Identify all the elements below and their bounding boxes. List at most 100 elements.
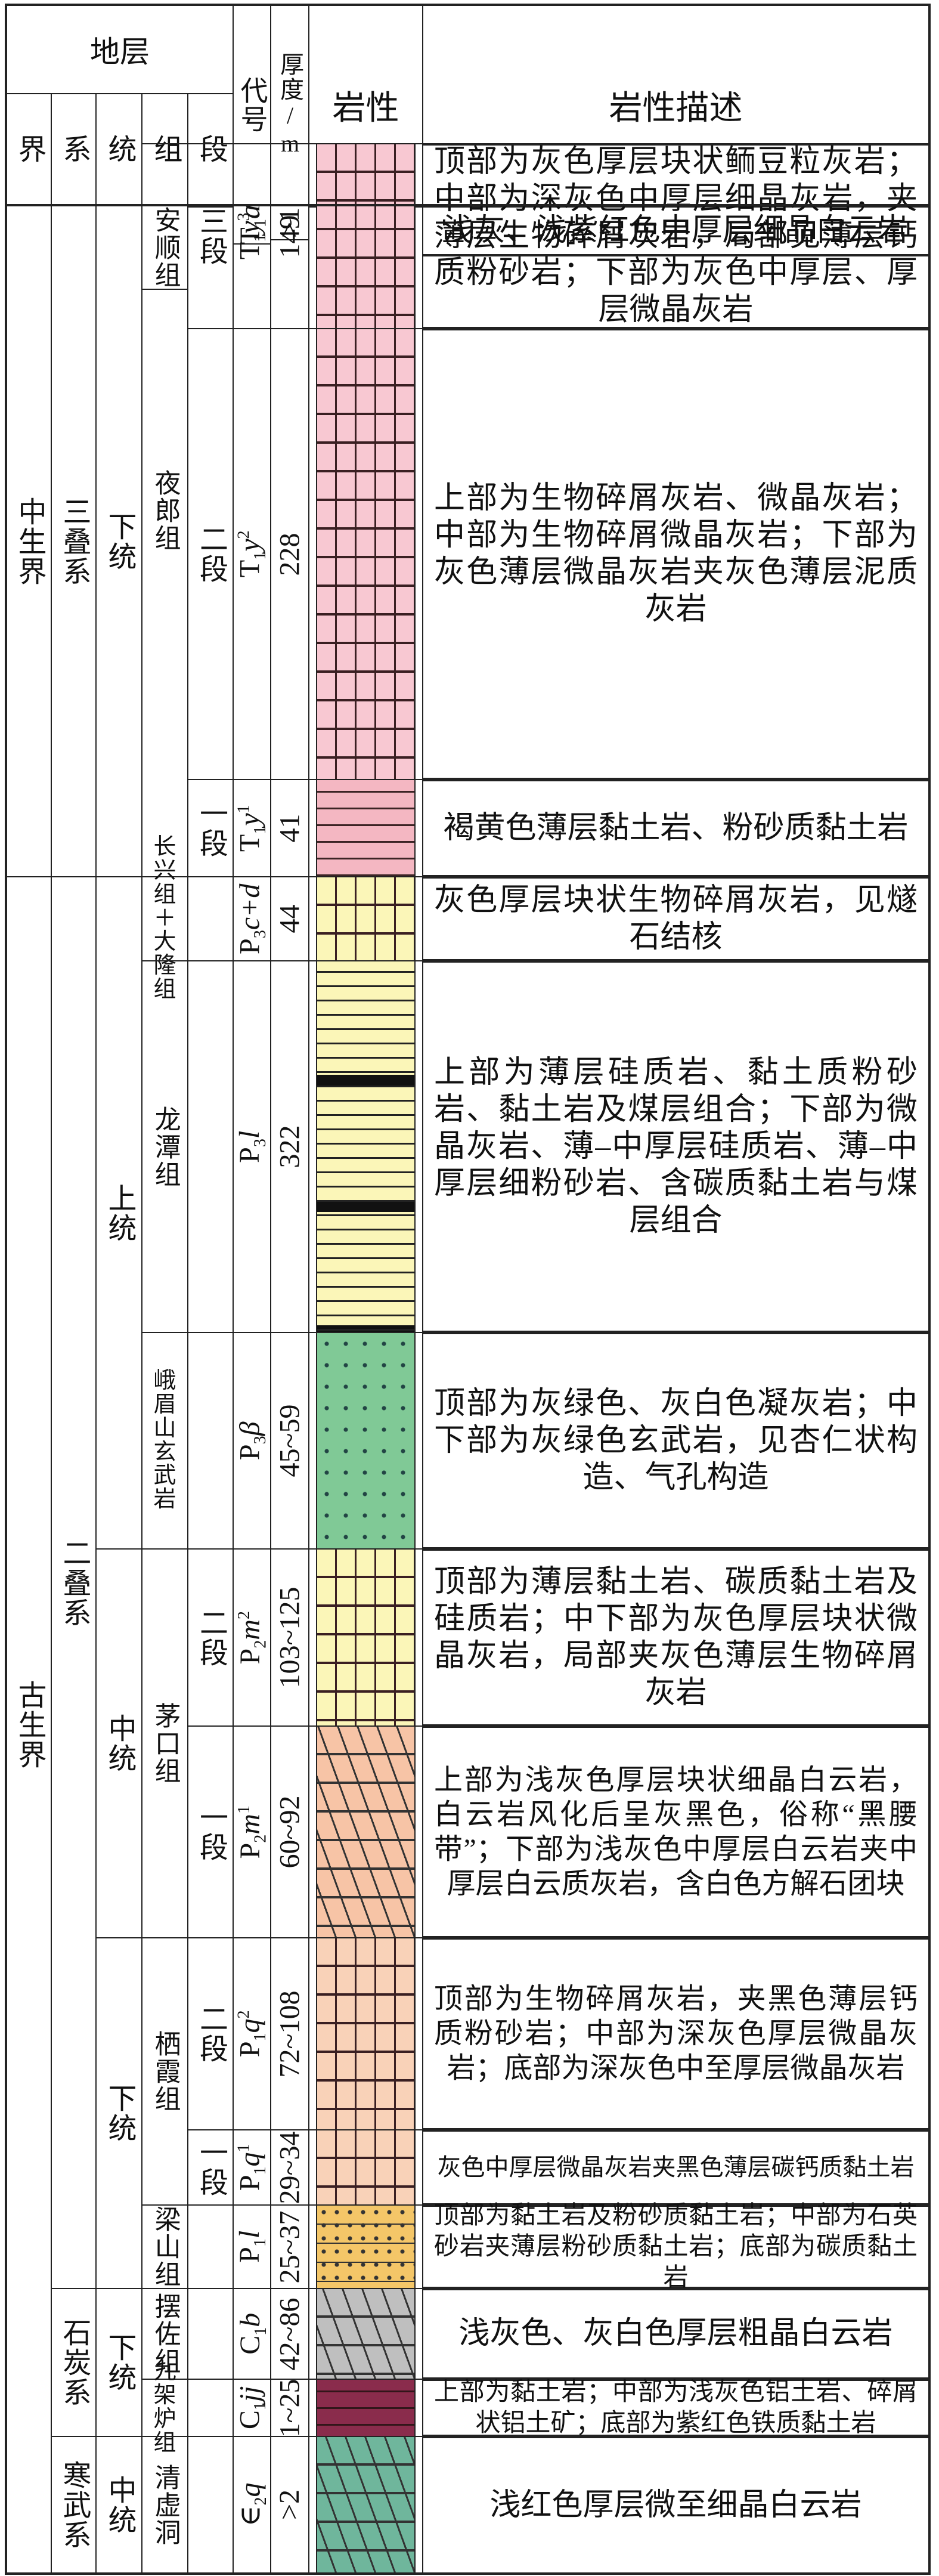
header-strata-label: 地层 [90,35,150,69]
formation-label: 清虚洞 [150,2463,180,2546]
header-description: 岩性描述 [422,4,931,206]
header-formation-label: 组 [149,134,181,164]
lithology-pattern-peach-dolomite [316,1727,416,1937]
system-cell: 三叠系 [51,205,97,877]
code-superscript: 1 [234,2144,253,2153]
lithology-pattern-pink-claystone [316,780,416,876]
code-label: T1y3 [234,212,270,260]
code-cell: P1q1 [233,2129,271,2206]
header-description-label: 岩性描述 [609,89,743,127]
lithology-pattern-yellow-limestone [316,877,416,960]
description-text: 褐黄色薄层黏土岩、粉砂质黏土岩 [443,811,909,845]
lithology-pattern-peach-limestone [316,1938,416,2129]
code-cell: P1q2 [233,1937,271,2130]
code-cell: P3c+d [233,876,271,961]
system-cell: 二叠系 [51,876,97,2289]
code-label: P1q1 [234,2144,270,2191]
code-label: ∈2q [234,2482,270,2527]
series-cell: 下统 [95,1937,142,2289]
member-cell: 一段 [187,779,234,877]
code-superscript: 2 [234,1610,253,1619]
thickness-cell: 45~59 [270,1332,309,1550]
code-superscript: 2 [234,2010,253,2019]
code-cell: ∈2q [233,2436,271,2575]
code-subscript: 1 [251,2238,270,2247]
code-label: P3β [234,1421,270,1460]
header-code-label: 代号 [237,76,268,134]
header-erathem-label: 界 [13,134,45,164]
description-cell: 顶部为生物碎屑灰岩，夹黑色薄层钙质粉砂岩；中部为深灰色厚层微晶灰岩；底部为深灰色… [422,1937,931,2130]
thickness-label: 45~59 [274,1404,306,1477]
formation-label: 茅口组 [150,1702,180,1785]
thickness-label: >2 [274,2489,306,2521]
thickness-label: 228 [274,533,306,576]
formation-label: 龙潭组 [150,1105,180,1188]
member-label: 一段 [195,798,227,858]
description-text: 灰色厚层块状生物碎屑灰岩，见燧石结核 [434,883,918,954]
formation-cell: 九架炉组 [141,2359,188,2455]
thickness-cell: 41 [270,779,309,877]
lithology-pattern-peach-limestone-clay [316,2130,416,2204]
formation-cell: 夜郎组 [141,143,188,877]
erathem-cell: 中生界 [5,205,52,877]
description-cell: 上部为生物碎屑灰岩、微晶灰岩；中部为生物碎屑微晶灰岩；下部为灰色薄层微晶灰岩夹灰… [422,328,931,780]
code-subscript: 3 [251,1436,270,1445]
code-cell: P1l [233,2204,271,2289]
formation-cell: 龙潭组 [141,960,188,1333]
thickness-label: 103~125 [274,1587,306,1689]
description-cell: 灰色中厚层微晶灰岩夹黑色薄层碳钙质黏土岩 [422,2129,931,2206]
member-label: 一段 [195,2138,227,2197]
lithology-cell [308,143,423,329]
thickness-cell: 60~92 [270,1725,309,1938]
erathem-label: 古生界 [13,1680,45,1770]
description-text: 顶部为黏土岩及粉砂质黏土岩；中部为石英砂岩夹薄层粉砂质黏土岩；底部为碳质黏土岩 [434,2202,918,2292]
description-text: 上部为浅灰色厚层块状细晶白云岩，白云岩风化后呈灰黑色，俗称“黑腰带”；下部为浅灰… [434,1764,918,1900]
lithology-cell [308,2129,423,2206]
code-letter: l [234,2230,266,2239]
code-label: P3l [234,1130,270,1163]
code-subscript: 2 [251,2497,270,2506]
thickness-label: 322 [274,1125,306,1168]
code-label: T1y2 [234,530,270,578]
member-cell: 二段 [187,1548,234,1727]
header-lithology-label: 岩性 [332,89,399,127]
lithology-pattern-pink-bioclastic-limestone [316,329,416,779]
thickness-cell: 103~125 [270,1548,309,1727]
series-cell: 中统 [95,1548,142,1938]
formation-label: 峨眉山玄武岩 [153,1368,176,1513]
code-cell: P3l [233,960,271,1333]
lithology-pattern-yellow-limestone [316,1550,416,1725]
header-member-label: 段 [195,134,227,164]
code-letter: y [234,539,266,552]
thickness-label: 60~92 [274,1795,306,1869]
lithology-cell [308,2204,423,2289]
description-cell: 上部为薄层硅质岩、黏土质粉砂岩、黏土岩及煤层组合；下部为微晶灰岩、薄–中厚层硅质… [422,960,931,1333]
code-label: P2m2 [234,1610,270,1665]
lithology-cell [308,1937,423,2130]
code-label: T1y1 [234,805,270,852]
description-cell: 顶部为灰色厚层块状鲕豆粒灰岩；中部为深灰色中厚层细晶灰岩，夹薄层生物碎屑灰岩，局… [422,143,931,329]
member-cell: 一段 [187,1725,234,1938]
thickness-label: 72~108 [274,1990,306,2077]
description-text: 上部为生物碎屑灰岩、微晶灰岩；中部为生物碎屑微晶灰岩；下部为灰色薄层微晶灰岩夹灰… [434,481,918,626]
member-cell [187,876,234,961]
header-divider [5,204,931,206]
system-label: 石炭系 [58,2318,90,2407]
description-cell: 灰色厚层块状生物碎屑灰岩，见燧石结核 [422,876,931,961]
code-subscript: 2 [251,1640,270,1649]
lithology-cell [308,960,423,1333]
code-subscript: 3 [251,1138,270,1147]
code-subscript: 1 [251,2166,270,2175]
thickness-cell: 29~34 [270,2129,309,2206]
header-thickness-label: 厚度/m [277,52,303,158]
thickness-cell: >2 [270,2436,309,2575]
description-text: 灰色中厚层微晶灰岩夹黑色薄层碳钙质黏土岩 [437,2154,915,2181]
member-cell [187,1332,234,1550]
code-letter: jj [234,2386,266,2402]
code-cell: P2m2 [233,1548,271,1727]
description-text: 顶部为灰色厚层块状鲕豆粒灰岩；中部为深灰色中厚层细晶灰岩，夹薄层生物碎屑灰岩，局… [434,145,918,327]
code-subscript: 2 [251,1834,270,1843]
member-label: 二段 [195,524,227,584]
description-cell: 浅灰色、灰白色厚层粗晶白云岩 [422,2288,931,2380]
lithology-cell [308,328,423,780]
